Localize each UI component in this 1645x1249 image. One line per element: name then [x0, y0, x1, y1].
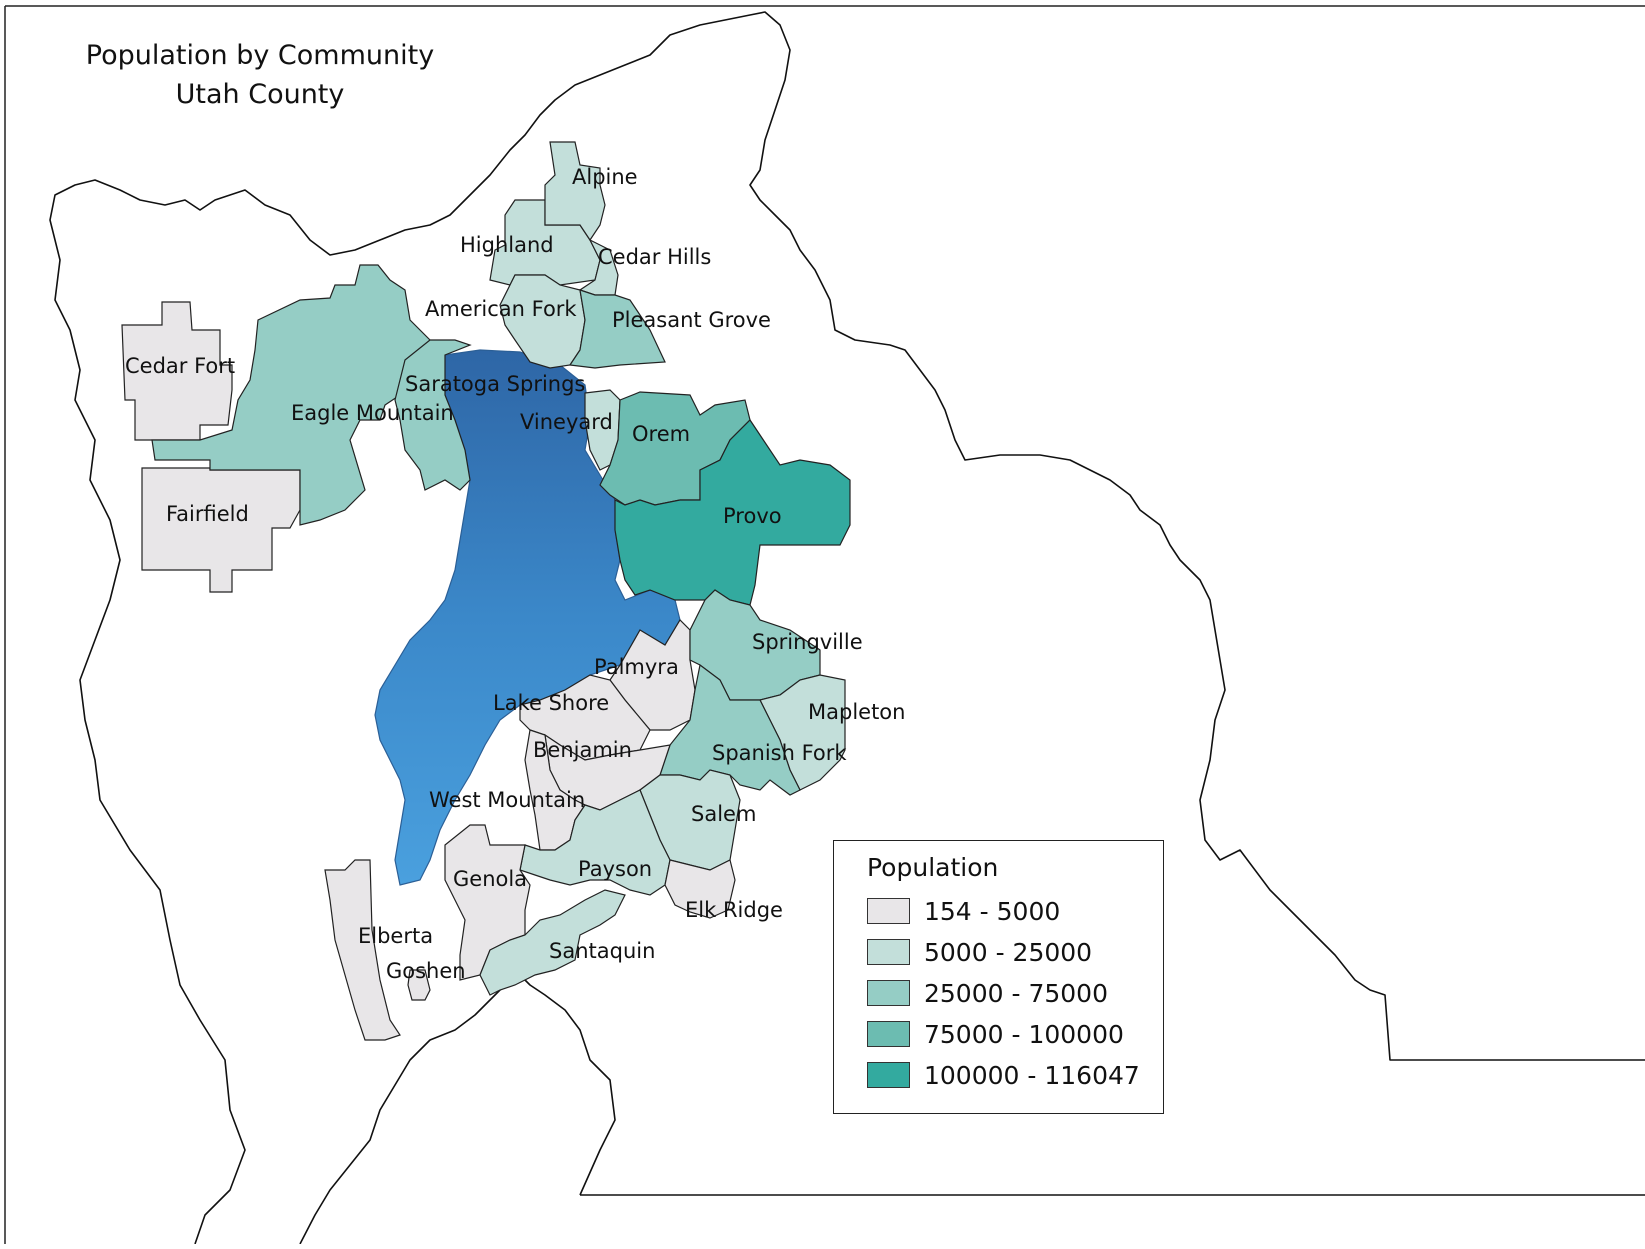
legend-title: Population [867, 853, 999, 882]
label-highland: Highland [460, 233, 554, 257]
legend-item: 25000 - 75000 [867, 978, 1108, 1008]
label-cedar-hills: Cedar Hills [598, 245, 711, 269]
label-eagle-mountain: Eagle Mountain [291, 401, 454, 425]
label-salem: Salem [691, 802, 756, 826]
legend-swatch [867, 1062, 910, 1088]
label-palmyra: Palmyra [594, 655, 679, 679]
label-vineyard: Vineyard [520, 410, 613, 434]
legend-label: 25000 - 75000 [924, 978, 1108, 1008]
label-alpine: Alpine [572, 165, 638, 189]
region-elberta [324, 859, 401, 1041]
legend-label: 75000 - 100000 [924, 1019, 1124, 1049]
region-alpine [544, 141, 606, 242]
map-title-line2: Utah County [175, 79, 345, 110]
legend-swatch [867, 898, 910, 924]
label-goshen: Goshen [386, 959, 466, 983]
label-mapleton: Mapleton [808, 700, 905, 724]
label-cedar-fort: Cedar Fort [125, 354, 235, 378]
label-orem: Orem [632, 422, 690, 446]
region-cedar-fort [121, 301, 233, 441]
county-boundary [49, 11, 1645, 1245]
legend-label: 5000 - 25000 [924, 937, 1093, 967]
legend-label: 154 - 5000 [924, 896, 1061, 926]
label-lake-shore: Lake Shore [493, 691, 609, 715]
region-santaquin [479, 889, 626, 996]
county-boundary-south [299, 969, 1645, 1245]
legend-item: 5000 - 25000 [867, 937, 1093, 967]
label-west-mountain: West Mountain [429, 788, 585, 812]
legend-swatch [867, 939, 910, 965]
legend-item: 75000 - 100000 [867, 1019, 1124, 1049]
label-genola: Genola [453, 867, 527, 891]
label-provo: Provo [723, 504, 782, 528]
legend-item: 154 - 5000 [867, 896, 1061, 926]
region-elk-ridge [664, 859, 736, 919]
map-title-line1: Population by Community [85, 40, 435, 71]
label-saratoga-springs: Saratoga Springs [405, 372, 585, 396]
label-spanish-fork: Spanish Fork [712, 741, 847, 765]
legend: Population 154 - 5000 5000 - 25000 25000… [833, 840, 1164, 1114]
label-santaquin: Santaquin [549, 939, 655, 963]
legend-swatch [867, 980, 910, 1006]
label-fairfield: Fairfield [166, 502, 249, 526]
region-saratoga-springs [394, 339, 472, 491]
label-american-fork: American Fork [425, 297, 577, 321]
label-springville: Springville [752, 630, 863, 654]
label-elk-ridge: Elk Ridge [685, 898, 783, 922]
region-pleasant-grove [568, 289, 666, 369]
label-elberta: Elberta [358, 924, 433, 948]
legend-swatch [867, 1021, 910, 1047]
legend-label: 100000 - 116047 [924, 1060, 1140, 1090]
label-payson: Payson [578, 857, 652, 881]
label-pleasant-grove: Pleasant Grove [612, 308, 771, 332]
map-border [4, 5, 1645, 1244]
label-benjamin: Benjamin [533, 738, 632, 762]
region-goshen [407, 969, 431, 1001]
legend-item: 100000 - 116047 [867, 1060, 1140, 1090]
region-eagle-mountain [151, 264, 431, 526]
map-title: Population by Community Utah County [60, 36, 460, 114]
region-payson [519, 789, 671, 896]
region-fairfield [141, 467, 301, 593]
map-labels: Alpine Highland Cedar Hills American For… [125, 165, 905, 983]
